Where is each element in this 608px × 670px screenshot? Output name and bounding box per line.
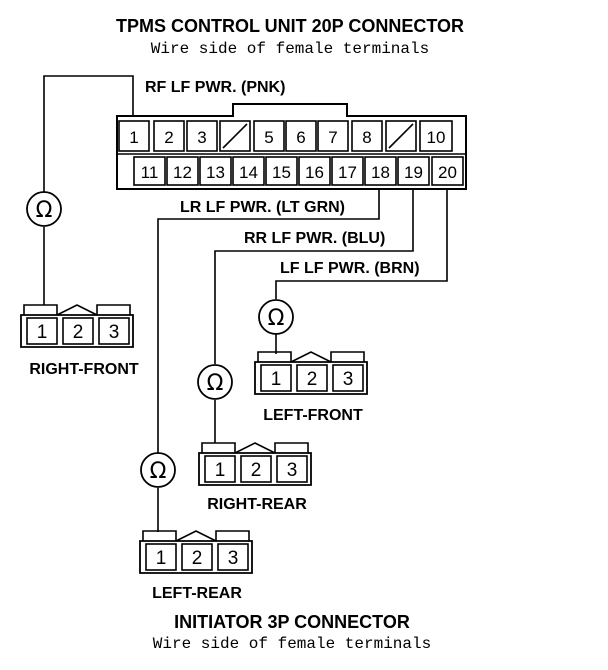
tpms-bottom-row: 11 12 13 14 15 16 17 18 19 20 — [133, 156, 464, 186]
ohmmeter-icon — [140, 452, 176, 488]
pin-number: 3 — [197, 128, 206, 147]
blank-slash — [388, 123, 414, 149]
pin-number: 17 — [338, 163, 357, 182]
pin-number: 3 — [287, 460, 298, 481]
connector-title: TPMS CONTROL UNIT 20P CONNECTOR — [116, 16, 464, 36]
wire-label-lr: LR LF PWR. (LT GRN) — [180, 199, 345, 216]
pin-6: 6 — [285, 120, 317, 152]
pin-12: 12 — [166, 156, 199, 186]
pin-1: 1 — [118, 120, 150, 152]
ohmmeter-rr: Ω — [197, 364, 233, 400]
wire-label-rf: RF LF PWR. (PNK) — [145, 79, 285, 96]
initiator-connector-left-front: 1 2 3 — [254, 351, 368, 395]
pin-18: 18 — [364, 156, 397, 186]
pin-number: 2 — [251, 460, 262, 481]
tpms-top-row: 1 2 3 5 6 7 8 10 — [118, 120, 453, 152]
pin-number: 2 — [192, 548, 203, 569]
initiator-connectors: 1 2 3 1 2 3 1 2 3 1 2 3 — [20, 304, 368, 574]
pin-number: 1 — [215, 460, 226, 481]
pin-number: 14 — [239, 163, 258, 182]
ohmmeter-icon — [26, 191, 62, 227]
pin-20: 20 — [431, 156, 464, 186]
initiator-connector-left-rear: 1 2 3 — [139, 530, 253, 574]
pin-8: 8 — [351, 120, 383, 152]
pin-5: 5 — [253, 120, 285, 152]
svg-text:Ω: Ω — [150, 459, 167, 484]
pin-number: 1 — [156, 548, 167, 569]
pin-17: 17 — [331, 156, 364, 186]
pin-number: 18 — [371, 163, 390, 182]
initiator-label-left-front: LEFT-FRONT — [263, 407, 363, 424]
pin-number: 3 — [109, 322, 120, 343]
initiator-title: INITIATOR 3P CONNECTOR — [174, 612, 410, 632]
pin-number: 1 — [129, 128, 138, 147]
pin-number: 13 — [206, 163, 225, 182]
initiator-label-right-front: RIGHT-FRONT — [29, 361, 139, 378]
pin-number: 1 — [37, 322, 48, 343]
pin-number: 12 — [173, 163, 192, 182]
pin-number: 5 — [264, 128, 273, 147]
connector-subtitle: Wire side of female terminals — [151, 40, 429, 58]
pin-number: 11 — [141, 163, 159, 182]
svg-text:Ω: Ω — [207, 371, 224, 396]
pin-7: 7 — [317, 120, 349, 152]
pin-number: 2 — [307, 369, 318, 390]
pin-2: 2 — [153, 120, 185, 152]
initiator-subtitle: Wire side of female terminals — [153, 635, 431, 653]
pin-14: 14 — [232, 156, 265, 186]
pin-number: 10 — [427, 128, 446, 147]
initiator-label-left-rear: LEFT-REAR — [152, 585, 242, 602]
pin-11: 11 — [133, 156, 166, 186]
blank-cavity — [219, 120, 251, 152]
pin-number: 2 — [73, 322, 84, 343]
ohmmeter-icon — [197, 364, 233, 400]
pin-number: 6 — [296, 128, 305, 147]
ohmmeter-icon — [258, 299, 294, 335]
pin-number: 8 — [362, 128, 371, 147]
pin-number: 20 — [438, 163, 457, 182]
pin-number: 1 — [271, 369, 282, 390]
pin-number: 3 — [343, 369, 354, 390]
ohmmeter-rf: Ω — [26, 191, 62, 227]
pin-16: 16 — [298, 156, 331, 186]
pin-19: 19 — [397, 156, 430, 186]
blank-slash — [222, 123, 248, 149]
svg-text:Ω: Ω — [268, 306, 285, 331]
pin-13: 13 — [199, 156, 232, 186]
pin-number: 16 — [305, 163, 324, 182]
ohmmeter-lr: Ω — [140, 452, 176, 488]
wire-label-lf: LF LF PWR. (BRN) — [280, 260, 420, 277]
svg-text:Ω: Ω — [36, 198, 53, 223]
initiator-connector-right-rear: 1 2 3 — [198, 442, 312, 486]
pin-number: 19 — [404, 163, 423, 182]
wire-lr — [157, 189, 380, 453]
pin-15: 15 — [265, 156, 298, 186]
pin-3: 3 — [186, 120, 218, 152]
blank-cavity — [385, 120, 417, 152]
initiator-label-right-rear: RIGHT-REAR — [207, 496, 307, 513]
pin-number: 7 — [328, 128, 337, 147]
wire-rf — [43, 75, 134, 192]
pin-number: 15 — [272, 163, 291, 182]
ohmmeter-lf: Ω — [258, 299, 294, 335]
wire-rr — [214, 189, 414, 364]
wire-lf — [275, 189, 448, 299]
wire-label-rr: RR LF PWR. (BLU) — [244, 230, 385, 247]
pin-number: 2 — [164, 128, 173, 147]
initiator-connector-right-front: 1 2 3 — [20, 304, 134, 348]
pin-number: 3 — [228, 548, 239, 569]
pin-10: 10 — [419, 120, 453, 152]
